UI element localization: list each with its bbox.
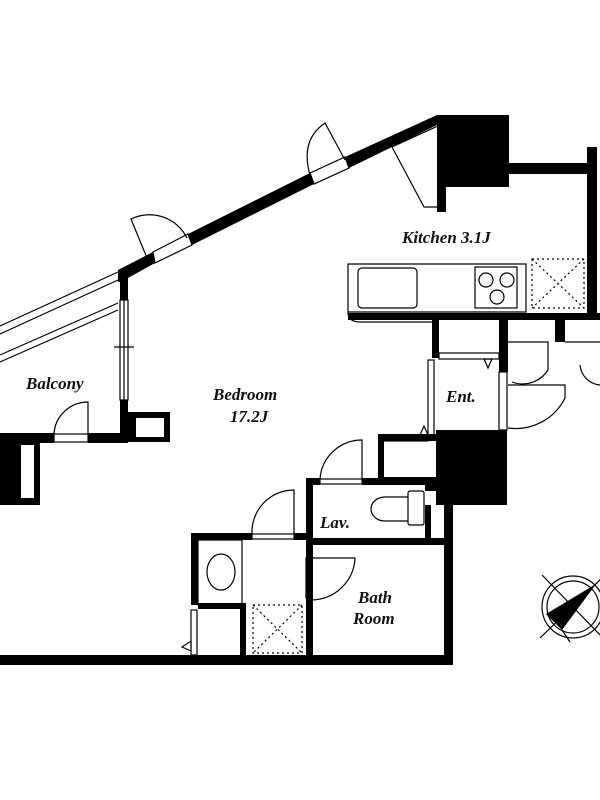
structural-column xyxy=(436,430,507,505)
wall xyxy=(444,485,453,665)
sink-icon xyxy=(357,267,418,309)
structural-column xyxy=(437,115,509,212)
balcony-railing xyxy=(0,271,119,363)
fridge-space xyxy=(531,258,585,309)
wall xyxy=(191,533,306,540)
room-label-bath-2: Room xyxy=(352,609,395,628)
room-label-bedroom: Bedroom xyxy=(212,385,277,404)
compass-icon xyxy=(539,574,600,643)
room-label-kitchen: Kitchen 3.1J xyxy=(401,228,491,247)
washer-space xyxy=(252,604,303,654)
wall xyxy=(306,538,453,545)
wall xyxy=(587,147,597,320)
wall xyxy=(499,320,508,372)
wall xyxy=(306,478,453,485)
room-label-bedroom-size: 17.2J xyxy=(230,407,269,426)
room-label-lavatory: Lav. xyxy=(319,513,350,532)
washbasin-icon xyxy=(206,553,236,591)
room-label-bath-1: Bath xyxy=(357,588,392,607)
stove-icon xyxy=(474,266,518,309)
exterior-wall-bottom xyxy=(0,655,453,665)
duct xyxy=(391,124,441,208)
door-swing-icon xyxy=(130,122,346,259)
wall xyxy=(555,320,565,342)
toilet-icon xyxy=(370,490,425,526)
exterior-wall-diagonal xyxy=(118,115,437,282)
wall xyxy=(306,478,313,656)
wall xyxy=(509,163,589,174)
wall xyxy=(348,313,600,320)
room-label-balcony: Balcony xyxy=(25,374,84,393)
room-label-entrance: Ent. xyxy=(445,387,476,406)
kitchen-counter xyxy=(347,258,585,313)
wall xyxy=(432,320,439,358)
